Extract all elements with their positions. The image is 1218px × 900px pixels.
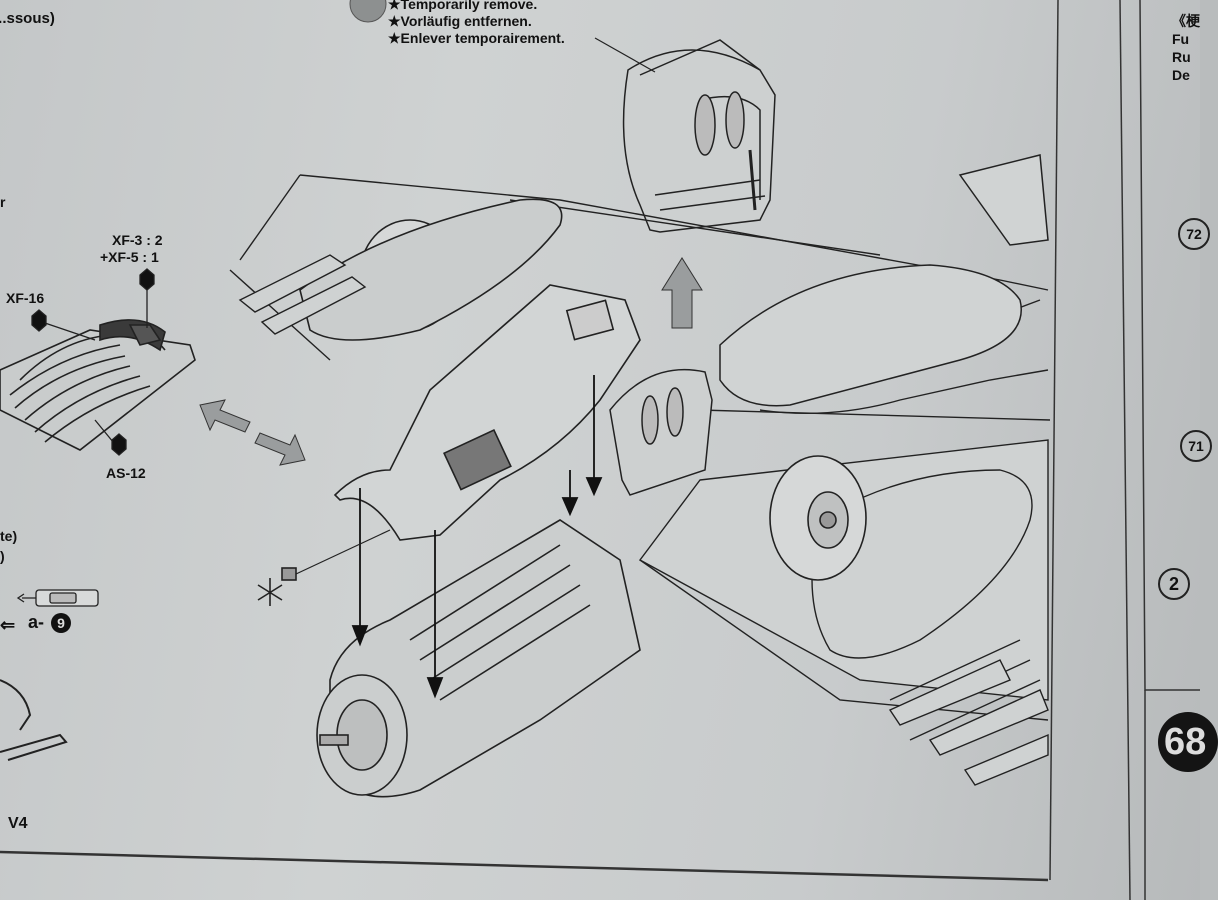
right-line2: Ru <box>1172 49 1191 65</box>
step-number-badge: 68 <box>1158 712 1218 772</box>
right-line1: Fu <box>1172 31 1190 47</box>
ref-number-71: 71 <box>1180 430 1212 462</box>
paint-mix-line2: +XF-5 : 1 <box>100 249 159 265</box>
part-ref-v4: V4 <box>8 815 28 832</box>
ref-number-2: 2 <box>1158 568 1190 600</box>
note-de: ★Vorläufig entfernen. <box>388 13 532 29</box>
left-paren-text: ...ssous) <box>0 10 55 27</box>
note-en: ★Temporarily remove. <box>388 0 538 12</box>
right-line3: De <box>1172 67 1190 83</box>
paint-ref-a: a- <box>28 612 45 632</box>
paint-as12: AS-12 <box>106 465 146 481</box>
right-line0: 《梗 <box>1172 13 1200 29</box>
left-fragment-te: te) <box>0 528 18 544</box>
right-column-text: 《梗 Fu Ru De <box>1172 12 1200 84</box>
note-fr: ★Enlever temporairement. <box>388 30 565 46</box>
left-fragment-paren: ) <box>0 548 5 564</box>
removal-note: ★Temporarily remove. ★Vorläufig entferne… <box>388 0 565 47</box>
paint-mix-line1: XF-3 : 2 <box>112 232 163 248</box>
ref-number-72: 72 <box>1178 218 1210 250</box>
paint-ref-number: 9 <box>51 613 71 633</box>
left-fragment-r: r <box>0 194 6 210</box>
paint-xf16: XF-16 <box>6 290 45 306</box>
paint-ref-arrow-icon: ⇐ <box>0 615 16 635</box>
